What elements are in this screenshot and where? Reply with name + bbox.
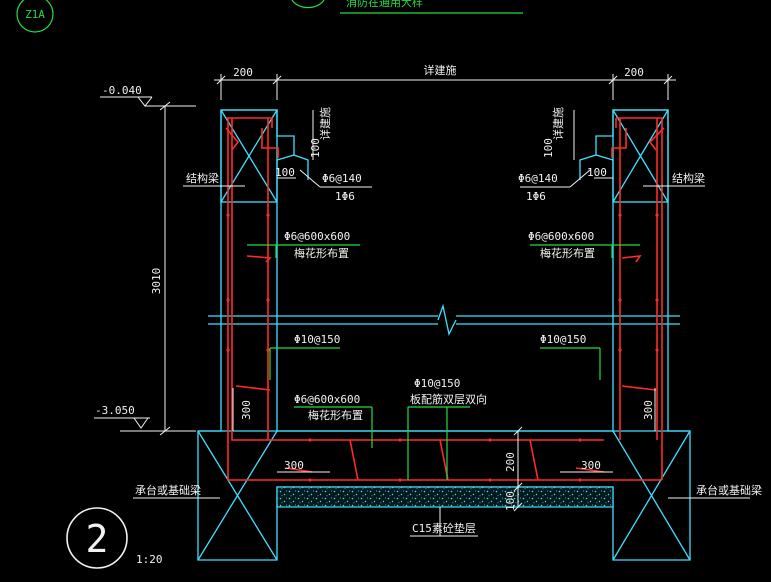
dim-bottom-right-300: 300: [581, 459, 601, 472]
label-pile-cap-left: 承台或基础梁: [135, 483, 201, 497]
label-ledge-bar-left: Φ6@140: [322, 172, 362, 185]
note-ledge-left: 详建施: [318, 107, 332, 140]
dim-ledge-left-height: 100: [309, 138, 322, 158]
dim-right-300: 300: [642, 400, 655, 420]
note-ledge-right: 详建施: [551, 107, 565, 140]
detail-bubble: 2: [66, 507, 128, 569]
level-mark-bottom: -3.050: [94, 404, 196, 432]
label-ledge-bar-left-2: 1Φ6: [335, 190, 355, 203]
label-wall-bar-left: Φ10@150: [294, 333, 340, 346]
dim-height: 3010: [150, 268, 163, 295]
dim-ledge-right-height: 100: [542, 138, 555, 158]
dim-bottom-left-300: 300: [284, 459, 304, 472]
sheet-title-text: 消防在通用大样: [346, 0, 423, 9]
level-bottom-text: -3.050: [95, 404, 135, 417]
sheet-reference-mark: Z1A: [16, 0, 54, 33]
leaders: [133, 169, 750, 537]
dim-ledge-right: 100: [587, 166, 607, 179]
dim-top-right: 200: [624, 66, 644, 79]
sheet-ref-text: Z1A: [25, 8, 45, 21]
dim-left-300: 300: [240, 400, 253, 420]
dim-ledge-left: 100: [275, 166, 295, 179]
level-mark-top: -0.040: [100, 84, 196, 107]
level-top-text: -0.040: [102, 84, 142, 97]
dim-top-left: 200: [233, 66, 253, 79]
label-ledge-bar-right-2: 1Φ6: [526, 190, 546, 203]
label-pile-cap-right: 承台或基础梁: [696, 483, 762, 497]
top-dimension-line: 200 详建施 200: [214, 63, 676, 100]
dim-slab-200: 200: [504, 452, 517, 472]
label-slab-bar: Φ10@150: [414, 377, 460, 390]
rebar-dots: [226, 213, 659, 482]
cushion-layer-hatch: [276, 486, 614, 508]
label-wall-bar-right: Φ10@150: [540, 333, 586, 346]
label-tie-right-note: 梅花形布置: [540, 246, 595, 260]
label-tie-bottom-note: 梅花形布置: [308, 408, 363, 422]
label-ledge-bar-right: Φ6@140: [518, 172, 558, 185]
dim-top-span: 详建施: [424, 63, 457, 77]
label-tie-left: Φ6@600x600: [284, 230, 350, 243]
label-cushion: C15素砼垫层: [412, 521, 476, 535]
label-tie-right: Φ6@600x600: [528, 230, 594, 243]
label-tie-bottom: Φ6@600x600: [294, 393, 360, 406]
label-slab-bar-note: 板配筋双层双向: [410, 392, 487, 406]
detail-number: 2: [86, 517, 109, 561]
height-dimension: 3010: [150, 101, 171, 436]
label-struct-beam-left: 结构梁: [186, 171, 219, 185]
concrete-outline: [197, 109, 691, 561]
internal-dims: [232, 110, 656, 512]
dim-cushion-100: 100: [504, 491, 517, 511]
label-struct-beam-right: 结构梁: [672, 171, 705, 185]
scale-text: 1:20: [136, 553, 163, 566]
label-tie-left-note: 梅花形布置: [294, 246, 349, 260]
sheet-title: 消防在通用大样: [291, 0, 523, 14]
